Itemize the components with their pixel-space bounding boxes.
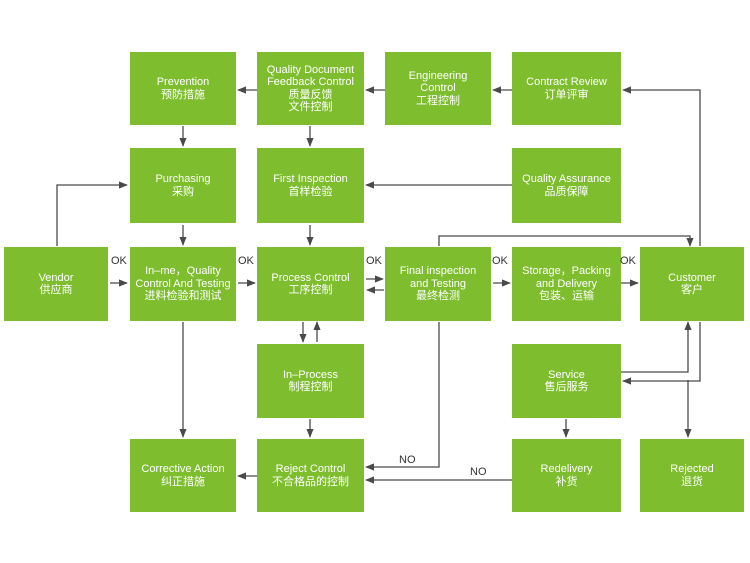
reject-control-en: Reject Control [275,463,346,475]
box-customer: Customer 客户 [640,247,744,321]
purchasing-zh: 采购 [172,185,194,198]
label-no-redelivery-reject: NO [470,466,487,478]
customer-en: Customer [668,271,716,284]
vendor-en: Vendor [38,271,74,284]
arrow-customer-to-contract [622,86,701,246]
reject-control-zh: 不合格品的控制 [272,475,349,488]
arrow-service-to-customer [621,321,692,373]
final-zh: 最终检测 [416,290,460,303]
qdfc-en-line2: Feedback Control [267,76,354,88]
box-redelivery: Redelivery 补货 [512,439,621,512]
box-corrective-action: Corrective Action 纠正措施 [130,439,236,512]
first-inspection-en: First Inspection [273,173,348,185]
box-service: Service 售后服务 [512,344,621,418]
box-purchasing: Purchasing 采购 [130,148,236,223]
final-en-line2: and Testing [409,277,467,290]
redelivery-zh: 补货 [555,475,578,488]
incoming-zh: 进料检验和测试 [144,290,222,303]
arrow-final-to-reject [365,322,440,471]
process-control-zh: 工序控制 [288,284,333,296]
quality-assurance-en: Quality Assurance [522,173,611,185]
label-ok-vendor-incoming: OK [111,255,127,267]
service-en: Service [548,368,585,381]
label-ok-process-final: OK [366,255,382,267]
process-control-en: Process Control [271,271,350,284]
contract-zh: 订单评审 [544,88,589,101]
prevention-zh: 预防措施 [161,88,205,101]
incoming-en-line1: In–me，Quality [145,265,221,278]
contract-en: Contract Review [526,76,607,88]
engineering-en-line1: Engineering [408,69,468,82]
prevention-en: Prevention [156,76,210,88]
box-quality-assurance: Quality Assurance 品质保障 [512,148,621,223]
box-contract-review: Contract Review 订单评审 [512,52,621,125]
customer-zh: 客户 [681,284,703,296]
storage-en-line1: Storage，Packing [522,265,611,278]
box-reject-control: Reject Control 不合格品的控制 [257,439,364,512]
storage-zh: 包装、运输 [539,290,594,303]
label-ok-incoming-process: OK [238,255,254,267]
box-quality-document-feedback-control: Quality Document Feedback Control 质量反馈 文… [257,52,364,125]
arrow-vendor-to-purchasing [56,181,128,246]
arrow-customer-to-service [622,322,701,385]
box-engineering-control: Engineering Control 工程控制 [385,52,491,125]
corrective-en: Corrective Action [141,463,225,475]
label-ok-storage-customer: OK [620,255,636,267]
qdfc-zh-line1: 质量反馈 [288,88,333,101]
box-rejected: Rejected 退货 [640,439,744,512]
label-ok-final-storage: OK [492,255,508,267]
qdfc-en-line1: Quality Document [266,63,355,76]
rejected-en: Rejected [670,463,714,475]
in-process-en: In–Process [282,368,339,381]
engineering-en-line2: Control [420,82,456,95]
box-final-inspection: Final inspection and Testing 最终检测 [385,247,491,321]
box-in-process: In–Process 制程控制 [257,344,364,418]
corrective-zh: 纠正措施 [161,475,205,488]
box-prevention: Prevention 预防措施 [130,52,236,125]
qdfc-zh-line2: 文件控制 [288,101,333,113]
box-incoming-quality-control: In–me，Quality Control And Testing 进料检验和测… [130,247,236,321]
quality-assurance-zh: 品质保障 [544,185,589,198]
storage-en-line2: and Delivery [535,277,598,290]
first-inspection-zh: 首样检验 [288,185,333,198]
arrow-final-to-customer [438,235,694,247]
in-process-zh: 制程控制 [288,381,333,393]
engineering-zh: 工程控制 [416,94,460,107]
redelivery-en: Redelivery [540,463,593,475]
box-process-control: Process Control 工序控制 [257,247,364,321]
service-zh: 售后服务 [544,381,589,393]
rejected-zh: 退货 [681,475,703,488]
label-no-final-reject: NO [399,454,416,466]
vendor-zh: 供应商 [39,284,73,296]
box-vendor: Vendor 供应商 [4,247,108,321]
box-storage-packing-delivery: Storage，Packing and Delivery 包装、运输 [512,247,621,321]
box-first-inspection: First Inspection 首样检验 [257,148,364,223]
purchasing-en: Purchasing [155,173,211,185]
final-en-line1: Final inspection [399,265,477,278]
incoming-en-line2: Control And Testing [135,277,231,290]
